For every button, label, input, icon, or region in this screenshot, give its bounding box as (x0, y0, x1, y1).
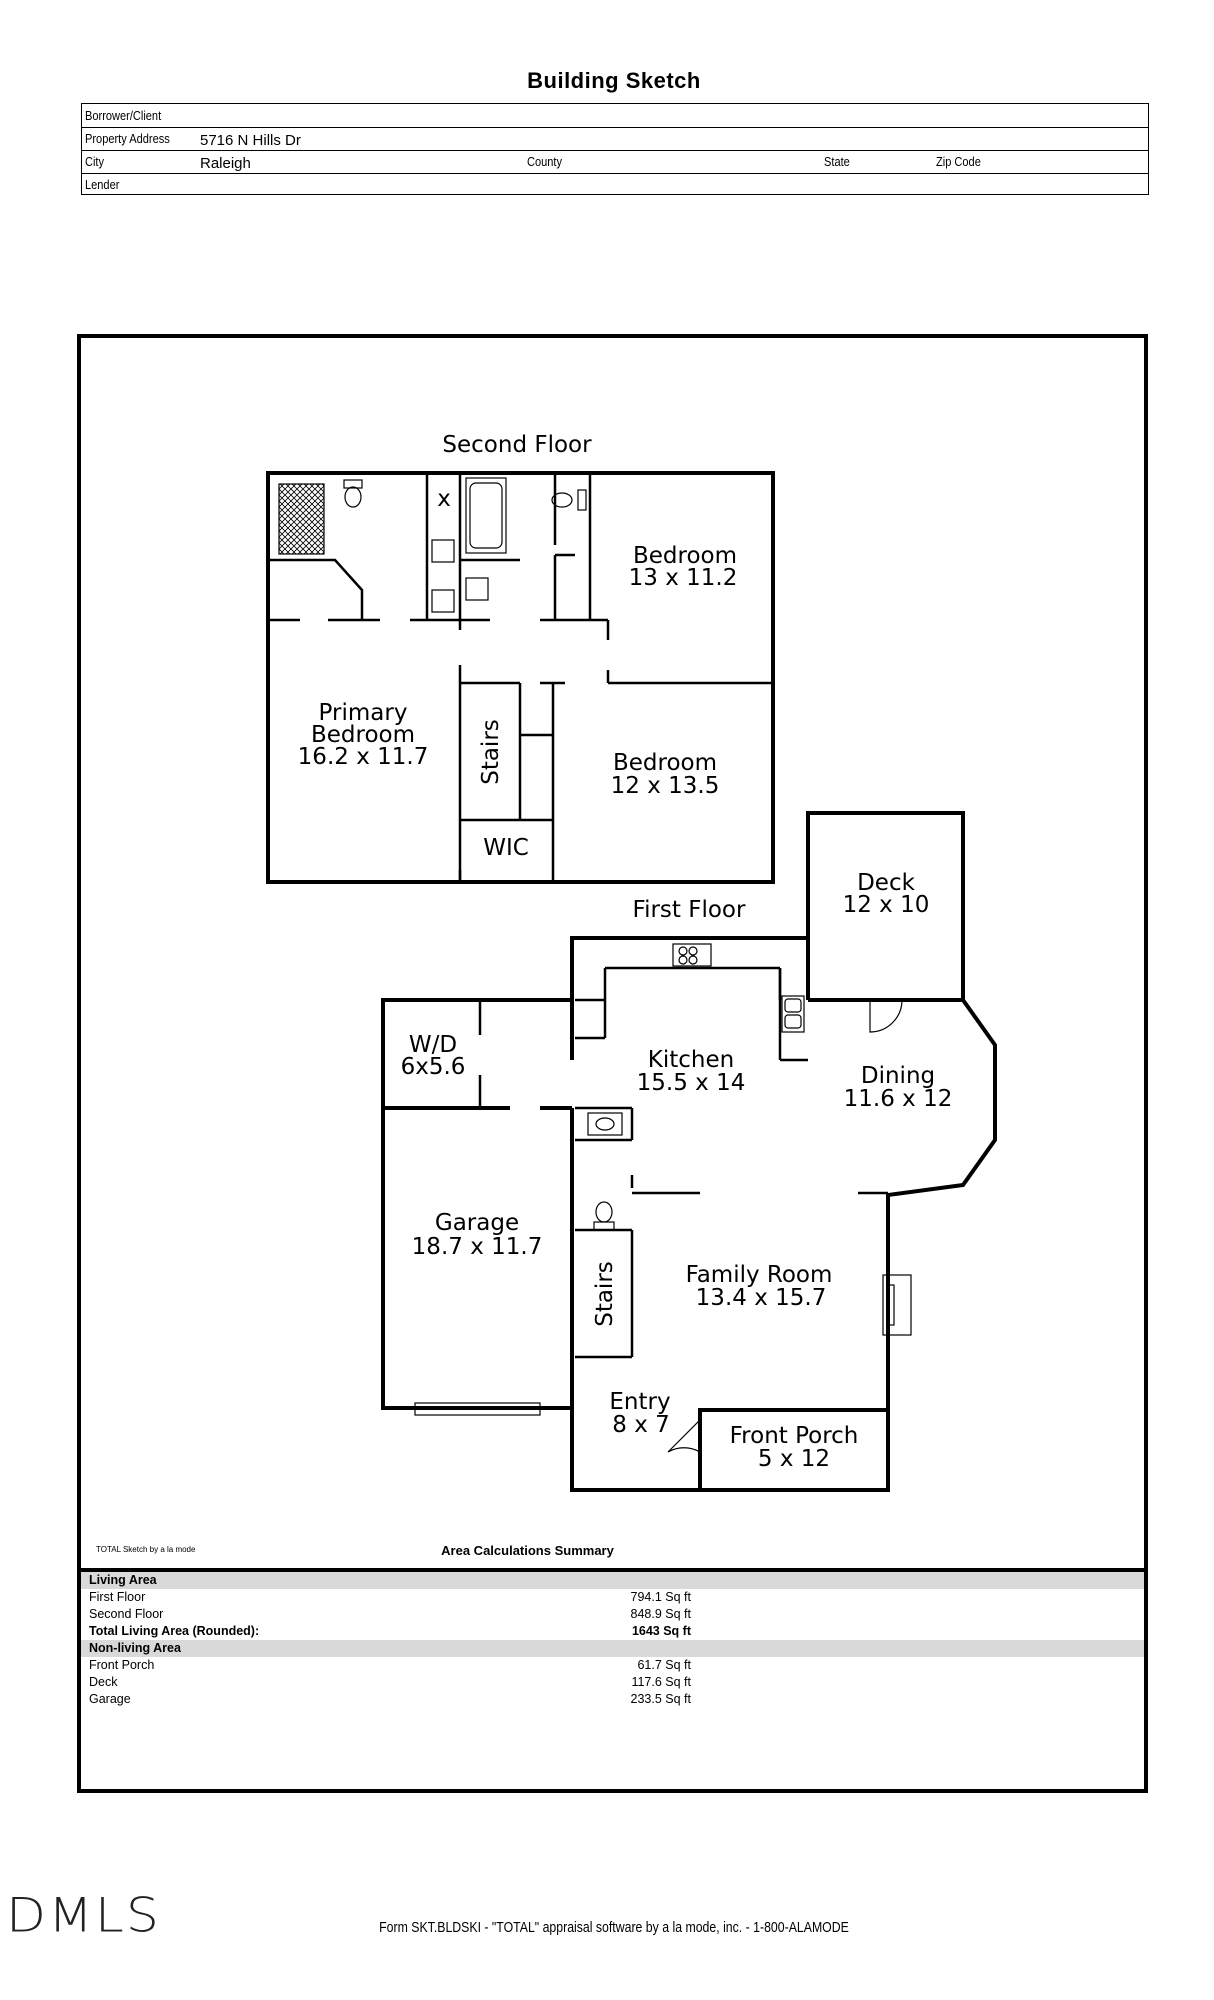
area-summary-title: Area Calculations Summary (441, 1543, 614, 1558)
address-label: Property Address (85, 131, 170, 146)
family-room-name: Family Room (686, 1262, 833, 1288)
summary-row: Deck 117.6 Sq ft (81, 1674, 1144, 1691)
entry-size: 8 x 7 (612, 1412, 670, 1438)
first-floor-title: First Floor (633, 897, 746, 923)
area-summary-table: Living Area First Floor 794.1 Sq ft Secon… (81, 1568, 1144, 1708)
nonliving-header-text: Non-living Area (89, 1641, 181, 1655)
row-name: Front Porch (89, 1658, 155, 1672)
summary-row: First Floor 794.1 Sq ft (81, 1589, 1144, 1606)
front-porch-size: 5 x 12 (758, 1446, 830, 1472)
garage-name: Garage (435, 1210, 519, 1236)
entry-door-icon (667, 1418, 701, 1454)
property-header-table: Borrower/Client Property Address 5716 N … (81, 103, 1149, 195)
page-title: Building Sketch (527, 68, 701, 93)
county-label: County (527, 154, 563, 169)
bedroom2-size: 12 x 13.5 (611, 773, 720, 799)
state-label: State (824, 154, 850, 169)
toilet-icon (344, 486, 362, 508)
row-name: Deck (89, 1675, 118, 1689)
row-value: 117.6 Sq ft (631, 1675, 691, 1689)
dining-name: Dining (861, 1063, 935, 1089)
sink-icon (431, 539, 455, 563)
first-floor-walls (381, 811, 997, 1492)
upper-stairs-label: Stairs (478, 719, 504, 785)
family-room-size: 13.4 x 15.7 (696, 1285, 827, 1311)
row-value: 794.1 Sq ft (630, 1590, 691, 1604)
second-floor-walls (266, 471, 775, 884)
row-value: 61.7 Sq ft (637, 1658, 691, 1672)
primary-bedroom-size: 16.2 x 11.7 (298, 744, 429, 770)
entry-name: Entry (609, 1389, 670, 1415)
city-label: City (85, 154, 105, 169)
kitchen-name: Kitchen (648, 1047, 734, 1073)
kitchen-size: 15.5 x 14 (637, 1070, 746, 1096)
total-value: 1643 Sq ft (631, 1624, 691, 1638)
sketch-frame (77, 334, 1148, 1793)
first-floor-fixtures (414, 943, 912, 1454)
wic-label: WIC (483, 835, 529, 861)
city-row: City Raleigh County State Zip Code (82, 150, 1148, 174)
row-name: Garage (89, 1692, 131, 1706)
address-row: Property Address 5716 N Hills Dr (82, 127, 1148, 151)
summary-row: Second Floor 848.9 Sq ft (81, 1606, 1144, 1623)
garage-door-icon (414, 1402, 541, 1416)
sketch-credit: TOTAL Sketch by a la mode (96, 1545, 196, 1554)
zip-label: Zip Code (936, 154, 981, 169)
borrower-label: Borrower/Client (85, 108, 162, 123)
bathtub-icon (465, 477, 507, 554)
dmls-logo: DMLS (6, 1889, 161, 1943)
lender-label: Lender (85, 177, 120, 192)
second-floor-title: Second Floor (442, 432, 592, 458)
sink-icon-3 (465, 577, 489, 601)
second-floor-fixtures (278, 477, 587, 613)
address-value: 5716 N Hills Dr (200, 132, 301, 149)
row-value: 848.9 Sq ft (630, 1607, 691, 1621)
closet-x-label: x (437, 486, 451, 512)
shower-icon (278, 483, 325, 555)
summary-row: Garage 233.5 Sq ft (81, 1691, 1144, 1708)
deck-name: Deck (857, 870, 916, 896)
deck-size: 12 x 10 (843, 892, 930, 918)
garage-size: 18.7 x 11.7 (412, 1234, 543, 1260)
stove-icon (672, 943, 712, 967)
city-value: Raleigh (200, 155, 251, 172)
primary-bedroom-name-2: Bedroom (311, 722, 415, 748)
toilet-icon-2 (551, 492, 573, 508)
first-floor-interior (478, 966, 888, 1359)
summary-row: Front Porch 61.7 Sq ft (81, 1657, 1144, 1674)
wd-size: 6x5.6 (401, 1054, 466, 1080)
borrower-row: Borrower/Client (82, 104, 1148, 128)
front-porch-name: Front Porch (730, 1423, 859, 1449)
lower-stairs-label: Stairs (592, 1261, 618, 1327)
half-bath-toilet-icon (595, 1201, 613, 1223)
lender-row: Lender (82, 173, 1148, 196)
bedroom1-name: Bedroom (633, 543, 737, 569)
total-living-row: Total Living Area (Rounded): 1643 Sq ft (81, 1623, 1144, 1640)
second-floor-interior (268, 473, 773, 882)
kitchen-sink-icon (781, 995, 805, 1033)
row-value: 233.5 Sq ft (630, 1692, 691, 1706)
row-name: First Floor (89, 1590, 146, 1604)
sink-icon-2 (431, 589, 455, 613)
bedroom2-name: Bedroom (613, 750, 717, 776)
form-footer: Form SKT.BLDSKI - "TOTAL" appraisal soft… (379, 1919, 849, 1936)
powder-sink-icon (587, 1112, 623, 1136)
bedroom1-size: 13 x 11.2 (629, 565, 738, 591)
fireplace-icon (882, 1274, 912, 1336)
living-area-header: Living Area (81, 1572, 1144, 1589)
dining-door-icon (869, 999, 903, 1033)
primary-bedroom-name: Primary (319, 700, 408, 726)
living-area-header-text: Living Area (89, 1573, 157, 1587)
row-name: Second Floor (89, 1607, 164, 1621)
total-name: Total Living Area (Rounded): (89, 1624, 260, 1638)
nonliving-area-header: Non-living Area (81, 1640, 1144, 1657)
dining-size: 11.6 x 12 (844, 1086, 953, 1112)
wd-name: W/D (409, 1032, 457, 1058)
